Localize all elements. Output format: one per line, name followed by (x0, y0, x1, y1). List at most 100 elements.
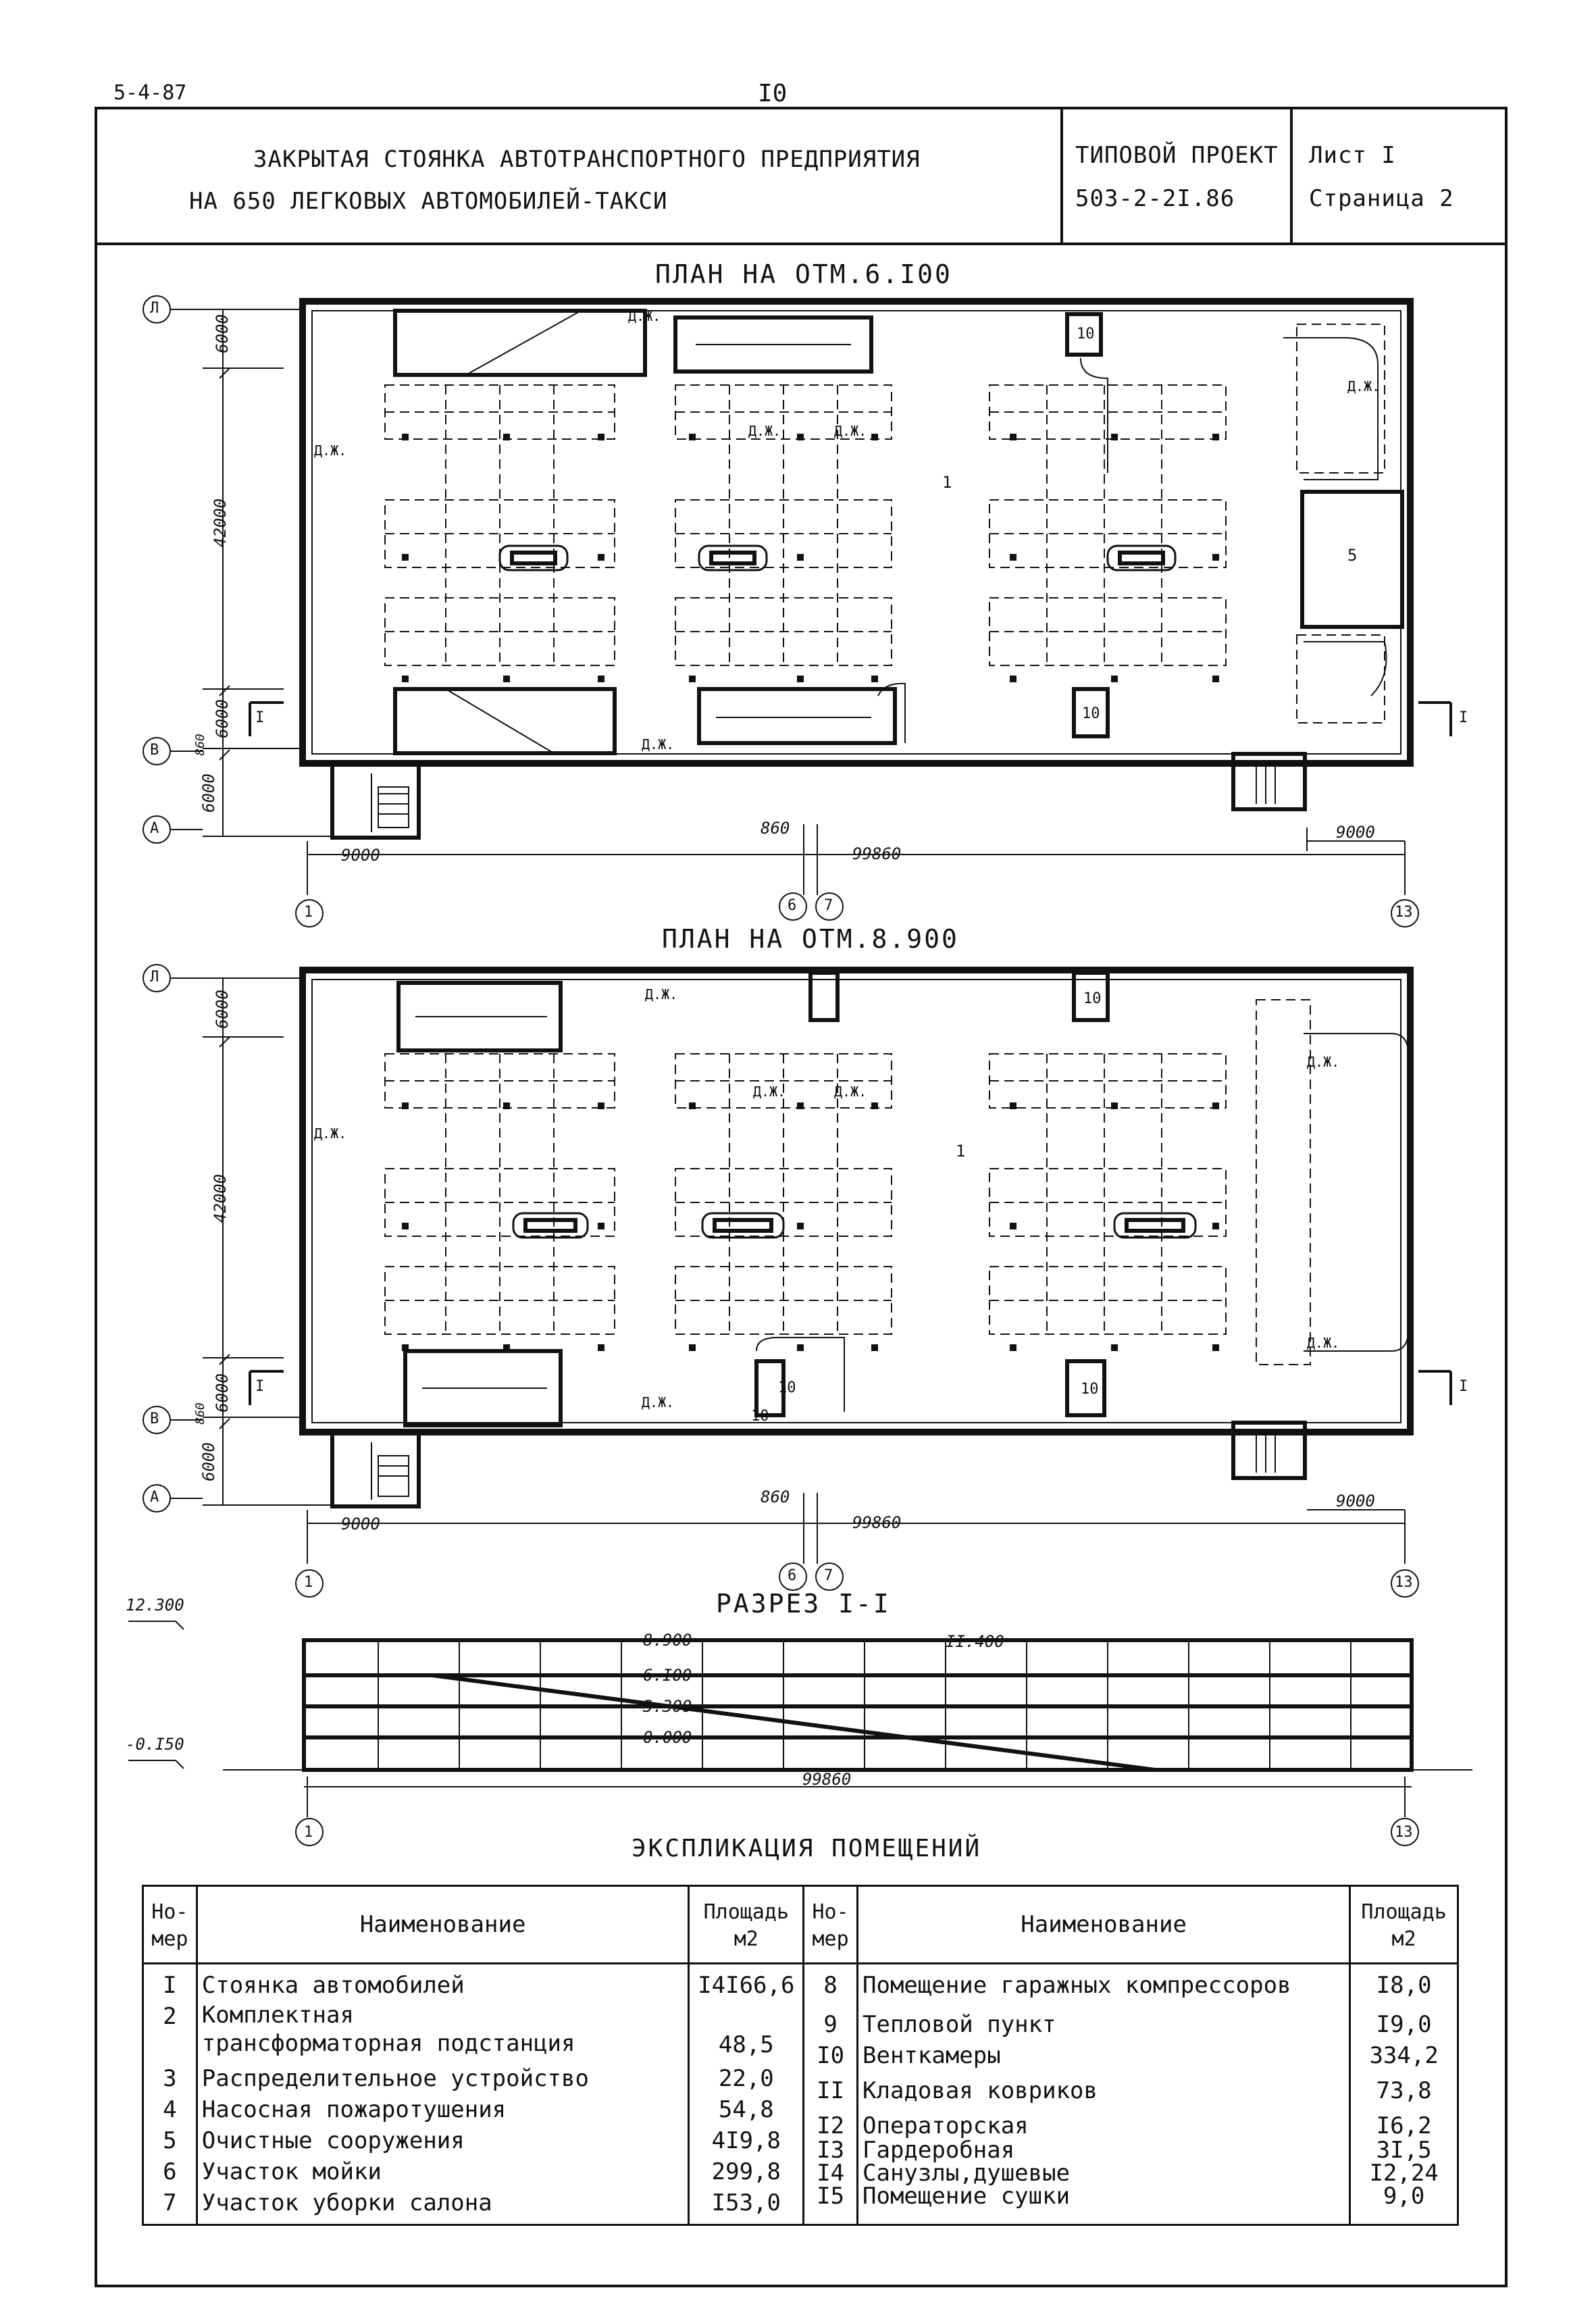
project-cell: ТИПОВОЙ ПРОЕКТ 503-2-2I.86 (1060, 107, 1290, 243)
plan-1-drawing (143, 295, 1452, 927)
plan-2-room-1: 1 (956, 1142, 966, 1161)
left-name-3: Распределительное устройство (201, 2065, 589, 2092)
plan-2-label-dzh-4: Д.Ж. (642, 1394, 675, 1410)
left-area-7: I53,0 (711, 2189, 781, 2216)
plan-2-label-dzh-3: Д.Ж. (834, 1084, 867, 1100)
plan-2-dim-6000-top: 6000 (212, 990, 232, 1029)
plan-2-room-10-b: 10 (751, 1408, 769, 1425)
plan-2-dim-860-mid: 860 (761, 1488, 790, 1506)
right-area-13: 3I,5 (1376, 2137, 1432, 2164)
section-mark-12300: 12.300 (126, 1596, 184, 1615)
plan-2-label-dzh-7: Д.Ж. (314, 1125, 347, 1142)
left-area-4: 54,8 (718, 2096, 774, 2123)
section-title: РАЗРЕЗ I-I (716, 1589, 891, 1619)
left-name-2: Комплектная трансформаторная подстанция (201, 2002, 575, 2057)
plan-1-label-dzh-2: Д.Ж. (748, 423, 781, 439)
left-area-1: I4I66,6 (698, 1972, 795, 1999)
left-area-5: 4I9,8 (711, 2127, 781, 2154)
plan-1-room-10-bottom: 10 (1082, 705, 1100, 722)
plan-1-room-5: 5 (1347, 546, 1358, 565)
plan-1-dim-42000: 42000 (211, 498, 230, 548)
left-num-7: 7 (163, 2189, 177, 2216)
right-area-column: I8,0 I9,0 334,2 73,8 I6,2 3I,5 I2,24 9,0 (1349, 1962, 1459, 2226)
plan-1-axis-a: А (150, 820, 159, 837)
right-num-9: 9 (823, 2011, 838, 2038)
page-number: I0 (758, 80, 788, 107)
section-drawing (128, 1621, 1472, 1846)
plan-1-title: ПЛАН НА ОТМ.6.I00 (655, 259, 952, 289)
section-dim-total: 99860 (802, 1770, 852, 1789)
sheet-frame (95, 107, 1508, 2287)
section-mark-8900: 8.900 (643, 1631, 692, 1650)
right-num-8: 8 (823, 1972, 838, 1999)
left-area-2: 48,5 (718, 2031, 774, 2058)
explication-table: Но- мер Наименование Площадь м2 Но- мер … (142, 1885, 1459, 2226)
plan-2-axis-6: 6 (788, 1567, 797, 1584)
plan-1-axis-1: 1 (304, 904, 313, 921)
plan-2-dim-42000: 42000 (211, 1173, 230, 1223)
plan-2-dim-9000-left: 9000 (341, 1515, 380, 1533)
plan-2-axis-a: А (150, 1489, 159, 1506)
section-mark-3300: 3.300 (643, 1697, 692, 1716)
right-name-14: Санузлы,душевые (863, 2160, 1071, 2187)
right-num-14: I4 (817, 2160, 845, 2187)
plan-2-dim-total: 99860 (852, 1513, 902, 1532)
left-num-2: 2 (163, 2003, 177, 2030)
right-num-15: I5 (817, 2183, 845, 2210)
title-line-2: НА 650 ЛЕГКОВЫХ АВТОМОБИЛЕЙ-ТАКСИ (189, 188, 668, 215)
plan-2-label-dzh-1: Д.Ж. (645, 986, 678, 1002)
right-name-9: Тепловой пункт (863, 2011, 1056, 2038)
right-area-14: I2,24 (1369, 2160, 1439, 2187)
left-area-3: 22,0 (718, 2065, 774, 2092)
left-name-7: Участок уборки салона (201, 2189, 492, 2216)
plan-1-axis-v: В (150, 742, 159, 759)
left-area-column: I4I66,6 48,5 22,0 54,8 4I9,8 299,8 I53,0 (688, 1962, 805, 2226)
plan-1-axis-l: Л (150, 300, 159, 317)
plan-1-section-mark-left: I (255, 709, 265, 726)
explication-title: ЭКСПЛИКАЦИЯ ПОМЕЩЕНИЙ (632, 1835, 982, 1862)
sheet-cell: Лист I Страница 2 (1290, 107, 1505, 243)
right-num-11: II (817, 2077, 845, 2104)
left-name-4: Насосная пожаротушения (201, 2096, 507, 2123)
plan-2-room-10-top: 10 (1083, 990, 1102, 1007)
plan-2-label-dzh-6: Д.Ж. (1307, 1335, 1340, 1351)
project-label: ТИПОВОЙ ПРОЕКТ (1075, 142, 1279, 169)
plan-2-room-10-a: 10 (778, 1379, 796, 1396)
plan-1-dim-6000-mid: 6000 (212, 699, 232, 738)
plan-1-axis-6: 6 (788, 897, 797, 914)
right-num-column: 8 9 I0 II I2 I3 I4 I5 (802, 1962, 858, 2226)
plan-2-axis-1: 1 (304, 1574, 313, 1591)
right-num-10: I0 (817, 2042, 845, 2069)
plan-2-dim-9000-right: 9000 (1336, 1492, 1375, 1510)
plan-2-label-dzh-2: Д.Ж. (753, 1084, 786, 1100)
plan-2-dim-6000-mid: 6000 (212, 1373, 232, 1413)
right-area-15: 9,0 (1383, 2183, 1425, 2210)
right-area-10: 334,2 (1369, 2042, 1439, 2069)
plan-1-section-mark-right: I (1459, 709, 1468, 726)
title-block: ЗАКРЫТАЯ СТОЯНКА АВТОТРАНСПОРТНОГО ПРЕДП… (95, 107, 1508, 245)
plan-1-dim-9000-right: 9000 (1336, 823, 1375, 842)
table-header-row: Но- мер Наименование Площадь м2 Но- мер … (142, 1885, 1459, 1964)
title-line-1: ЗАКРЫТАЯ СТОЯНКА АВТОТРАНСПОРТНОГО ПРЕДП… (253, 146, 921, 173)
header-num-right: Но- мер (802, 1885, 858, 1964)
right-name-12: Операторская (863, 2112, 1029, 2139)
right-name-8: Помещение гаражных компрессоров (863, 1972, 1291, 1999)
plan-2-axis-13: 13 (1395, 1574, 1413, 1591)
plan-1-dim-860-mid: 860 (761, 819, 790, 838)
right-area-8: I8,0 (1376, 1972, 1432, 1999)
section-mark-6100: 6.I00 (643, 1666, 692, 1685)
sheet-page: Страница 2 (1309, 185, 1454, 212)
plan-2-section-mark-left: I (255, 1378, 265, 1395)
plan-2-section-mark-right: I (1459, 1378, 1468, 1395)
plan-2-dim-860: 860 (192, 1402, 207, 1425)
section-mark-0000: 0.000 (643, 1728, 692, 1747)
sheet-number: Лист I (1309, 142, 1396, 169)
section-mark-11400: II.400 (946, 1632, 1004, 1651)
plan-1-room-10-top: 10 (1077, 326, 1095, 342)
header-area-left: Площадь м2 (688, 1885, 805, 1964)
plan-1-axis-7: 7 (824, 897, 833, 914)
plan-1-label-dzh-6: Д.Ж. (314, 442, 347, 459)
plan-2-room-10-c: 10 (1081, 1381, 1099, 1398)
plan-1-dim-6000-top: 6000 (212, 314, 232, 353)
plan-2-drawing (143, 964, 1452, 1598)
